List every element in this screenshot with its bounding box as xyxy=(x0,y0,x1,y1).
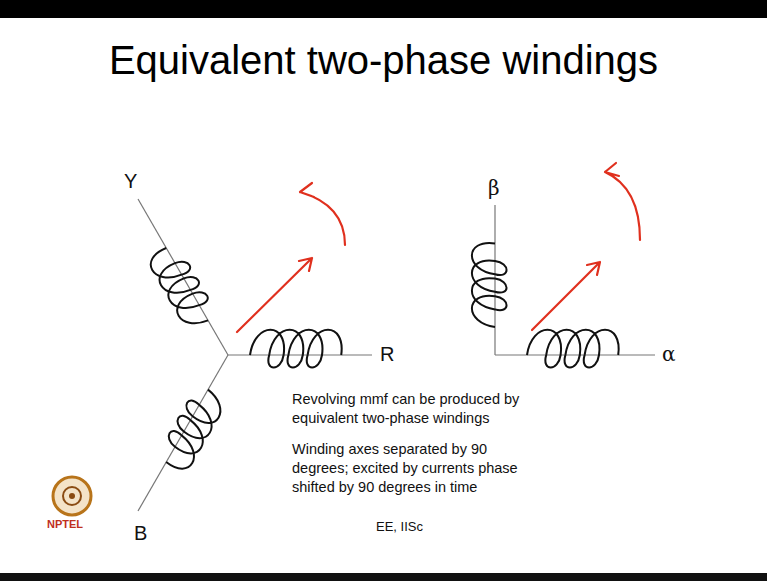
slide-title: Equivalent two-phase windings xyxy=(0,38,767,83)
coil-symbols xyxy=(146,242,619,474)
top-band xyxy=(0,0,767,18)
axis-label: β xyxy=(488,176,500,200)
mmf-arrows xyxy=(237,163,640,332)
note-text: Revolving mmf can be produced by equival… xyxy=(292,390,542,428)
note-text: Winding axes separated by 90 degrees; ex… xyxy=(292,440,542,497)
winding-axes xyxy=(138,199,655,511)
axis-label: α xyxy=(662,342,676,366)
phase-label: Y xyxy=(124,170,137,193)
logo-text: NPTEL xyxy=(47,518,83,530)
phase-label: B xyxy=(134,522,147,545)
nptel-logo xyxy=(53,477,91,515)
bottom-band xyxy=(0,573,767,581)
phase-label: R xyxy=(380,343,394,366)
footer-text: EE, IISc xyxy=(376,519,423,534)
